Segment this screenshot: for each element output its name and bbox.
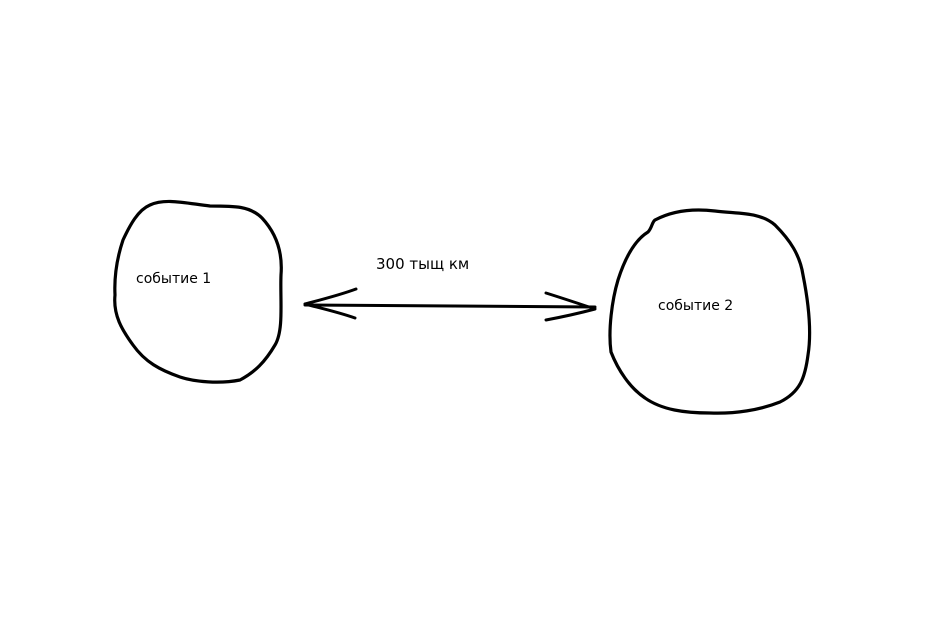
right-event-label: событие 2 <box>658 298 734 314</box>
left-event-circle <box>113 199 283 384</box>
arrow-shaft <box>303 303 597 309</box>
arrow-head-left <box>303 287 358 320</box>
arrow-head-right <box>544 291 597 322</box>
left-event-label: событие 1 <box>136 271 212 287</box>
right-event-circle <box>608 208 812 415</box>
distance-label: 300 тыщ км <box>376 255 470 273</box>
